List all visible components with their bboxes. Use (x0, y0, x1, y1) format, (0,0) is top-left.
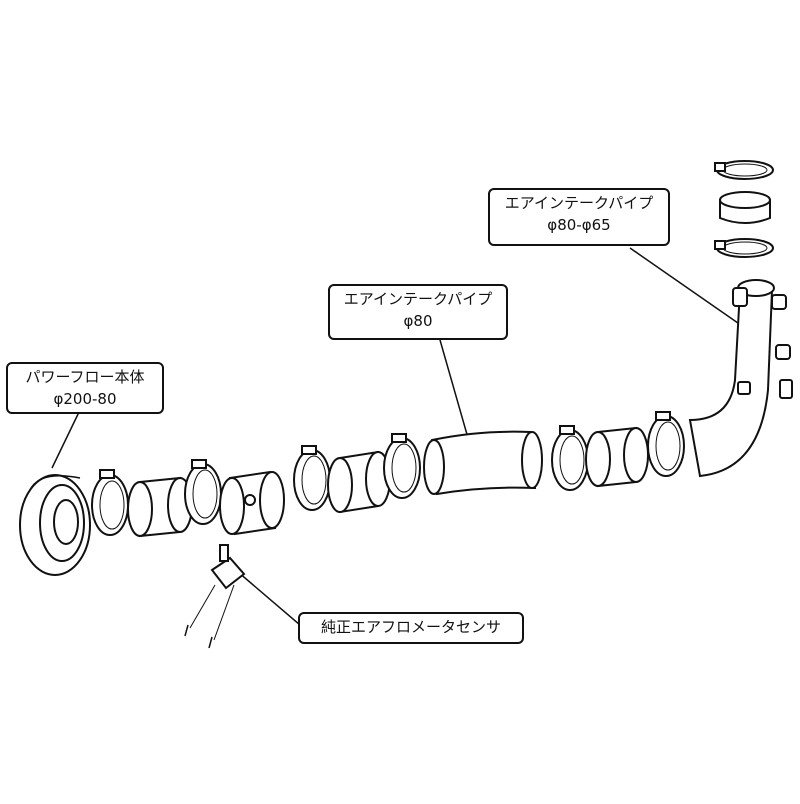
intake-pipe-80 (423, 430, 543, 496)
hose-clamp-top-2 (714, 238, 774, 258)
coupler-2 (327, 450, 391, 514)
callout-intake-pipe-80-65-title: エアインテークパイプ (504, 194, 654, 212)
coupler-1 (127, 476, 193, 538)
callout-power-flow-title: パワーフロー本体 (25, 368, 145, 386)
intake-pipe-80-65 (688, 279, 793, 478)
hose-clamp-top (714, 160, 774, 180)
power-flow-filter (19, 474, 91, 576)
callout-intake-pipe-80-65: エアインテークパイプ φ80-φ65 (488, 188, 670, 246)
callout-airflow-sensor-title: 純正エアフロメータセンサ (320, 618, 501, 636)
coupler-3 (585, 426, 649, 488)
hose-clamp-1 (91, 469, 129, 536)
airflow-meter-housing (219, 470, 285, 536)
hose-clamp-2 (184, 459, 222, 525)
callout-intake-pipe-80-65-size: φ80-φ65 (547, 216, 611, 234)
callout-intake-pipe-80-size: φ80 (403, 312, 433, 330)
callout-power-flow-body: パワーフロー本体 φ200-80 (6, 362, 164, 414)
callout-intake-pipe-80: エアインテークパイプ φ80 (328, 284, 508, 340)
hose-clamp-3 (293, 445, 331, 511)
hose-clamp-6 (647, 411, 685, 477)
callout-power-flow-size: φ200-80 (53, 390, 117, 408)
hose-clamp-4 (383, 433, 421, 499)
coupler-top (719, 191, 771, 224)
hose-clamp-5 (551, 425, 589, 491)
callout-airflow-sensor: 純正エアフロメータセンサ (298, 612, 524, 644)
callout-intake-pipe-80-title: エアインテークパイプ (343, 290, 493, 308)
airflow-sensor (184, 544, 246, 649)
